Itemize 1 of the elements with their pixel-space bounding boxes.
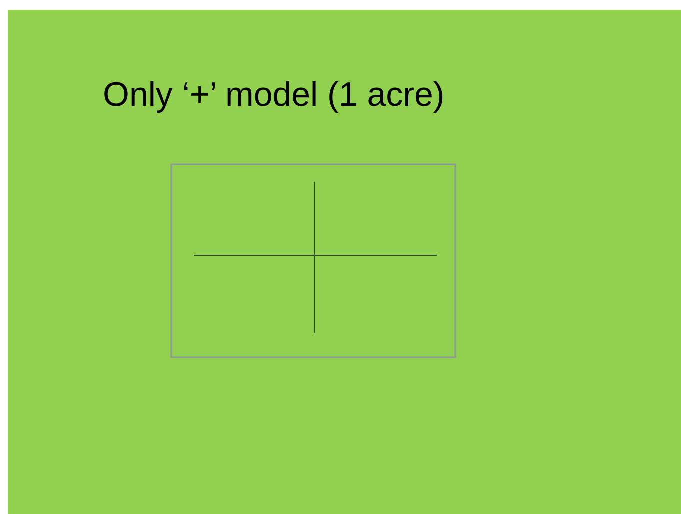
slide-title: Only ‘+’ model (1 acre) bbox=[103, 76, 445, 115]
